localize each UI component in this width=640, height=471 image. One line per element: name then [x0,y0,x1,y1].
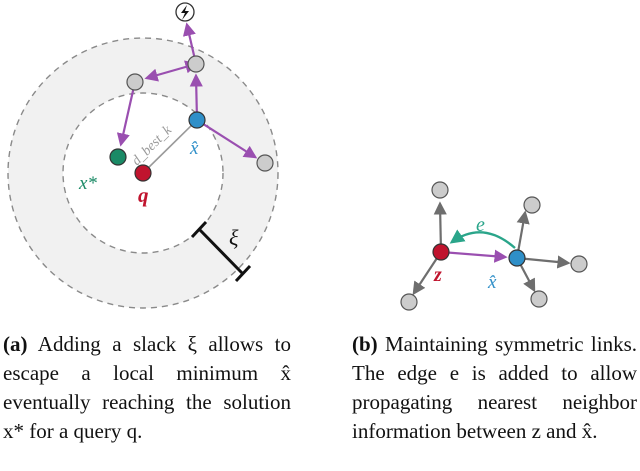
caption-a-text: Adding a slack ξ allows to escape a loca… [3,332,292,443]
caption-b-text: Maintaining symmetric links. The edge e … [352,332,637,443]
new-edge-e [449,229,516,249]
node-local-min [188,111,206,129]
node-z-down [400,293,418,311]
label-z: z [433,264,442,286]
node-xhat [508,249,526,267]
edge-z-to-xhat [440,249,508,263]
node-xhat-down [530,290,548,308]
panel-b: e z x̂ [400,181,588,311]
panel-a: q x* x̂ ξ d_best_k [7,2,279,309]
caption-a: (a) Adding a slack ξ allows to escape a … [3,330,291,446]
caption-b: (b) Maintaining symmetric links. The edg… [352,330,637,446]
label-edge-e: e [476,214,485,236]
node-xhat-up [523,196,541,214]
node-bottom-right [256,154,274,172]
node-z-up [431,181,449,199]
label-solution: x* [78,173,97,194]
exit-node-lightning-icon [175,2,195,22]
distance-line [142,119,198,174]
label-local-min: x̂ [189,138,199,159]
node-top [187,55,205,73]
node-query [134,164,152,182]
node-left [126,73,144,91]
caption-a-tag: (a) [3,332,28,356]
slack-marker [190,220,252,283]
edge-left-to-solution [116,81,137,147]
label-slack: ξ [229,225,239,250]
caption-b-tag: (b) [352,332,378,356]
node-xhat-right [570,255,588,273]
outer-boundary [7,37,279,309]
node-z [432,243,450,261]
label-xhat-b: x̂ [487,272,497,293]
edge-xhat-to-bottom-right [196,119,258,159]
inner-boundary [62,92,224,254]
label-query: q [138,183,149,207]
node-solution [109,148,127,166]
